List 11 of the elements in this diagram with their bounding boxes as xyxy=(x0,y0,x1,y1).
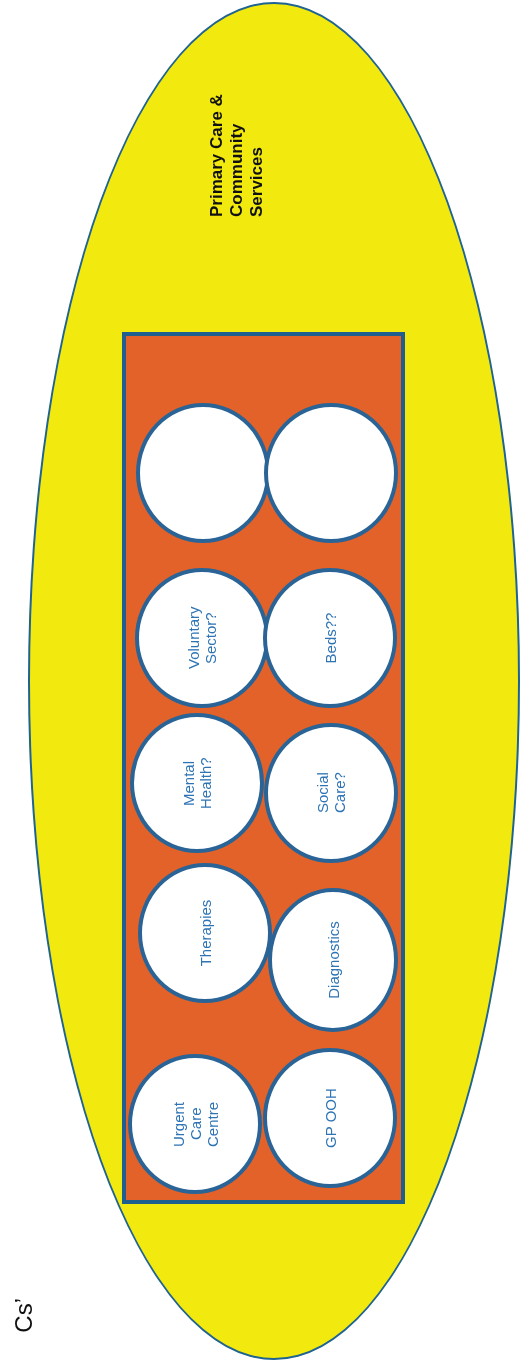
service-label: Mental Health? xyxy=(180,756,214,811)
service-label: Beds?? xyxy=(321,612,339,664)
service-label: Therapies xyxy=(196,899,214,967)
service-panel xyxy=(122,332,405,1204)
cut-off-title: Cs’ xyxy=(10,1298,38,1333)
service-label: Diagnostics xyxy=(324,921,342,999)
service-label: GP OOH xyxy=(321,1088,339,1148)
service-label: Social Care? xyxy=(314,771,348,816)
area-heading: Primary Care & Community Services xyxy=(207,93,267,217)
service-label: Voluntary Sector? xyxy=(185,605,219,671)
service-label: Urgent Care Centre xyxy=(169,1100,221,1149)
